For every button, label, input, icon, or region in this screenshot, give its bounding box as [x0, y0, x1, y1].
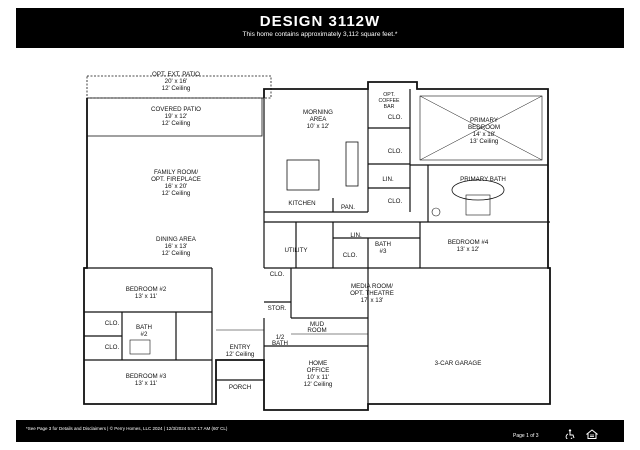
entry-ceiling: 12' Ceiling — [226, 351, 255, 358]
bedroom4-size: 13' x 12' — [457, 246, 480, 253]
bath3-number: #3 — [380, 248, 387, 255]
clo-label: CLO. — [105, 320, 120, 327]
media-room-label: MEDIA ROOM/ — [351, 283, 393, 290]
vanity — [129, 339, 151, 355]
bedroom3-label: BEDROOM #3 — [126, 373, 167, 380]
morning-area-label2: AREA — [310, 116, 328, 123]
bedroom4-label: BEDROOM #4 — [448, 239, 489, 246]
half-bath-label: 1/2 — [276, 334, 285, 341]
primary-bedroom-label2: BEDROOM — [468, 124, 500, 131]
mud-room-label: MUD — [310, 321, 325, 328]
equal-housing-icon — [586, 429, 598, 439]
media-room-size: 17' x 13' — [361, 297, 384, 304]
bedroom2-size: 13' x 11' — [135, 293, 157, 300]
covered-patio-label: COVERED PATIO — [151, 106, 201, 113]
bathtub — [451, 179, 505, 201]
family-room-label2: OPT. FIREPLACE — [151, 176, 201, 183]
covered-patio-ceiling: 12' Ceiling — [162, 120, 191, 127]
primary-bath-label: PRIMARY BATH — [460, 176, 506, 183]
clo-label: CLO. — [388, 114, 403, 121]
lin-label: LIN. — [350, 232, 362, 239]
bath2-number: #2 — [141, 331, 148, 338]
kitchen-label: KITCHEN — [288, 200, 315, 207]
plan-header: DESIGN 3112W This home contains approxim… — [16, 8, 624, 48]
clo-label: CLO. — [388, 148, 403, 155]
plan-subtitle: This home contains approximately 3,112 s… — [242, 31, 398, 38]
clo-label: CLO. — [388, 198, 403, 205]
ext-patio-label: OPT. EXT. PATIO — [152, 71, 200, 78]
exterior-walls — [83, 81, 551, 411]
room-labels: OPT. EXT. PATIO 20' x 16' 12' Ceiling CO… — [105, 71, 506, 391]
primary-bedroom-label: PRIMARY — [470, 117, 498, 124]
home-office-label: HOME — [309, 360, 328, 367]
morning-area-label: MORNING — [303, 109, 333, 116]
ceiling-line — [419, 95, 543, 161]
ext-patio-ceiling: 12' Ceiling — [162, 85, 191, 92]
home-office-ceiling: 12' Ceiling — [304, 381, 333, 388]
kitchen-island — [286, 159, 320, 191]
primary-bedroom-ceiling — [419, 95, 543, 161]
mud-room-label2: ROOM — [307, 327, 326, 334]
dining-area-size: 16' x 13' — [165, 243, 188, 250]
clo-label: CLO. — [105, 344, 120, 351]
primary-bedroom-ceiling: 13' Ceiling — [470, 138, 499, 145]
bath2-label: BATH — [136, 324, 152, 331]
shower — [465, 194, 491, 216]
storage-label: STOR. — [268, 305, 287, 312]
kitchen-counter — [345, 141, 359, 187]
coffee-bar-label2: COFFEE — [378, 98, 400, 104]
pantry-label: PAN. — [341, 204, 355, 211]
bath3-label: BATH — [375, 241, 391, 248]
bedroom2-label: BEDROOM #2 — [126, 286, 167, 293]
coffee-bar-label: OPT. — [383, 92, 395, 98]
ext-patio-size: 20' x 16' — [165, 78, 188, 85]
utility-label: UTILITY — [284, 247, 307, 254]
family-room-label: FAMILY ROOM/ — [154, 169, 198, 176]
toilet — [431, 207, 441, 217]
family-room-size: 16' x 20' — [165, 183, 188, 190]
media-room-label2: OPT. THEATRE — [350, 290, 394, 297]
entry-label: ENTRY — [230, 344, 251, 351]
primary-bedroom-size: 14' x 18' — [473, 131, 496, 138]
footer-disclaimer: *See Page 3 for Details and Disclaimers … — [26, 426, 228, 431]
home-office-size: 10' x 11' — [307, 374, 329, 381]
clo-label: CLO. — [270, 271, 285, 278]
porch-label: PORCH — [229, 384, 251, 391]
lin-label: LIN. — [382, 176, 394, 183]
plan-footer: *See Page 3 for Details and Disclaimers … — [16, 420, 624, 442]
garage-label: 3-CAR GARAGE — [435, 360, 482, 367]
morning-area-size: 10' x 12' — [307, 123, 330, 130]
half-bath-label2: BATH — [272, 340, 288, 347]
accessibility-icon — [565, 429, 575, 439]
page-number: Page 1 of 3 — [513, 433, 539, 439]
dining-area-label: DINING AREA — [156, 236, 197, 243]
clo-label: CLO. — [343, 252, 358, 259]
coffee-bar-label3: BAR — [384, 104, 395, 110]
covered-patio-size: 19' x 12' — [165, 113, 188, 120]
dining-area-ceiling: 12' Ceiling — [162, 250, 191, 257]
plan-title: DESIGN 3112W — [259, 13, 381, 30]
bedroom3-size: 13' x 11' — [135, 380, 157, 387]
family-room-ceiling: 12' Ceiling — [162, 190, 191, 197]
home-office-label2: OFFICE — [307, 367, 330, 374]
